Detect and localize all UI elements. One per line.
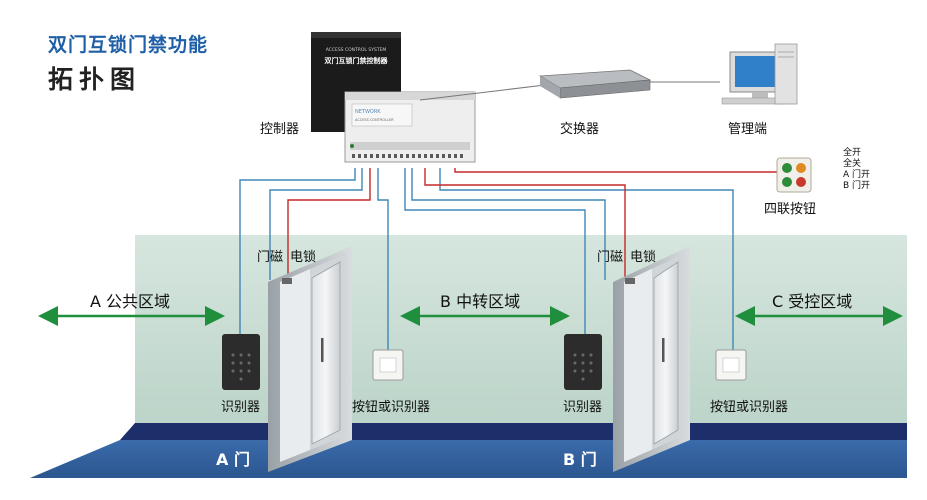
door-a-button-label: 按钮或识别器 <box>352 400 431 415</box>
four-button-option-2: 全关 <box>843 159 862 169</box>
four-button-label: 四联按钮 <box>764 202 817 217</box>
zone-a-label: A 公共区域 <box>90 292 171 311</box>
zone-c-label: C 受控区域 <box>772 292 853 311</box>
management-pc <box>721 43 798 105</box>
four-button-option-1: 全开 <box>843 148 862 158</box>
door-b-reader-label: 识别器 <box>563 400 603 415</box>
title-line1: 双门互锁门禁功能 <box>48 34 209 56</box>
door-a-reader-label: 识别器 <box>221 400 261 415</box>
door-a-name: A 门 <box>216 450 250 469</box>
four-button-panel <box>776 157 812 193</box>
exit-button-a <box>372 349 404 381</box>
wires-blue <box>239 168 734 355</box>
wires-red <box>287 168 778 285</box>
switch-label: 交换器 <box>560 122 600 137</box>
door-b-button-label: 按钮或识别器 <box>710 400 789 415</box>
controller-cabinet-text-cn: 双门互锁门禁控制器 <box>325 56 389 65</box>
four-button-option-3: A 门开 <box>843 170 871 180</box>
network-links <box>419 81 720 101</box>
floor <box>30 440 907 478</box>
reader-b <box>564 334 602 390</box>
zone-b-label: B 中转区域 <box>440 292 521 311</box>
door-b-magnet-label: 门磁 <box>597 250 624 265</box>
door-b <box>613 246 690 472</box>
controller-board: NETWORK ACCESS CONTROLLER <box>344 91 476 163</box>
reader-a <box>222 334 260 390</box>
door-b-name: B 门 <box>563 450 597 469</box>
network-switch <box>538 69 652 99</box>
exit-button-b <box>715 349 747 381</box>
controller-label: 控制器 <box>260 122 300 137</box>
board-text-en: NETWORK <box>355 109 381 115</box>
door-b-lock-label: 电锁 <box>630 250 657 265</box>
pc-label: 管理端 <box>728 122 768 137</box>
door-a-magnet-label: 门磁 <box>257 250 284 265</box>
floor-band <box>120 423 907 440</box>
controller-cabinet-text-en: ACCESS CONTROL SYSTEM <box>326 47 387 53</box>
door-a-lock-label: 电锁 <box>290 250 317 265</box>
title-line2: 拓扑图 <box>48 65 142 94</box>
four-button-option-4: B 门开 <box>843 181 871 191</box>
board-text-en2: ACCESS CONTROLLER <box>355 118 394 122</box>
wall-area <box>135 235 907 423</box>
door-a <box>268 246 352 472</box>
